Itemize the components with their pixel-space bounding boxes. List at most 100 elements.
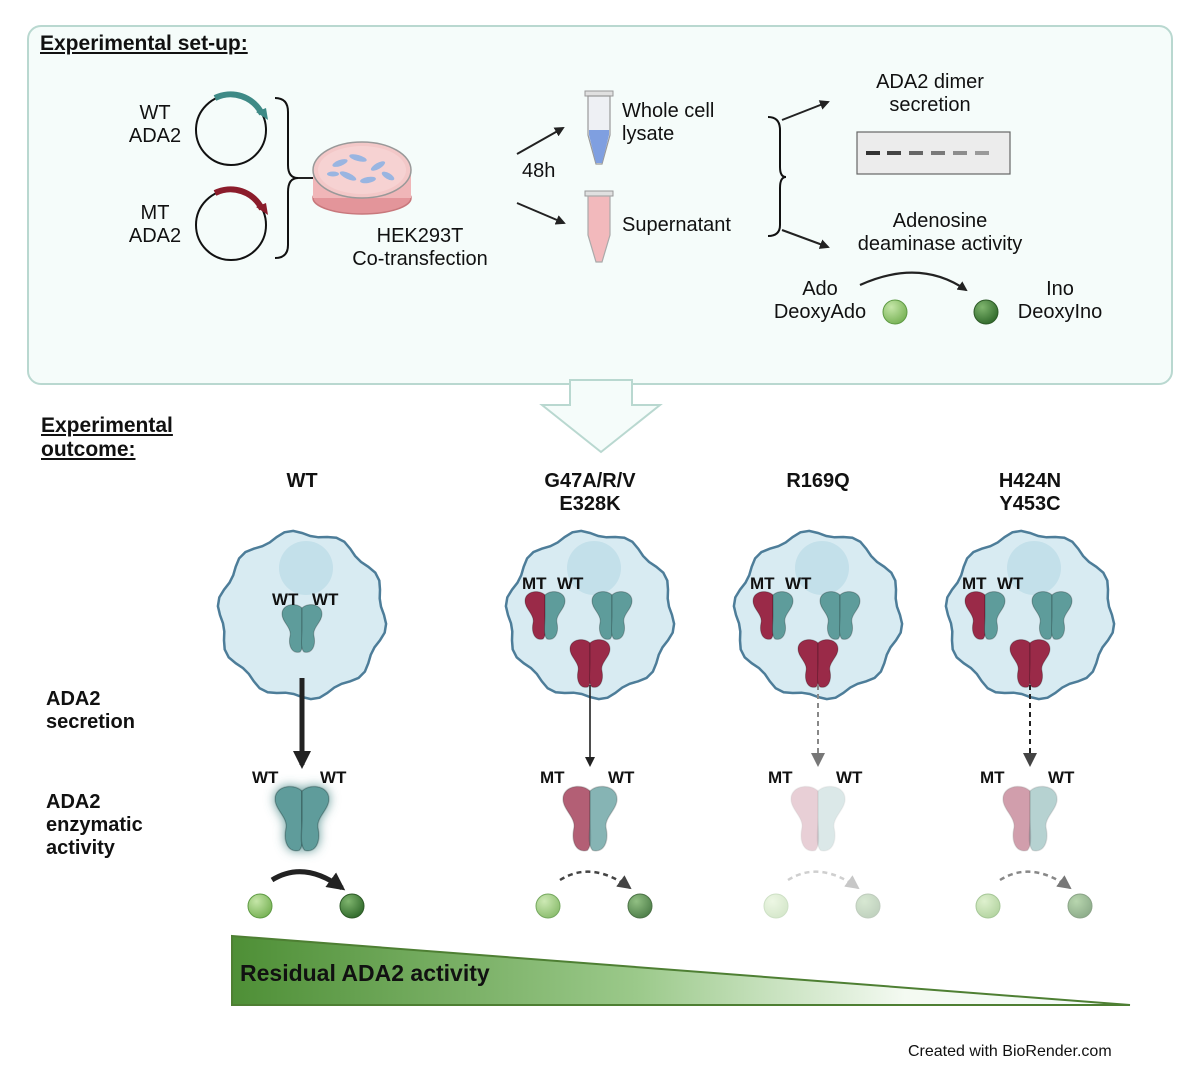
secreted-label-a: MT [540,768,565,787]
petri-dish-icon [312,141,412,215]
protein-monomer [772,591,794,640]
cell-label-a: MT [750,574,775,593]
protein-monomer [984,591,1006,640]
outcome-column [944,529,1116,919]
protein-monomer [562,785,592,852]
tube-supernatant-label: Supernatant [622,214,731,236]
cell-label-b: WT [557,574,584,593]
wt-dimer-intracellular [281,604,323,653]
secreted-label-b: WT [608,768,635,787]
arrow-to-activity [781,229,830,249]
outcome-column [732,529,904,919]
cell-label-a: MT [522,574,547,593]
protein-monomer [274,785,304,852]
mt-dimer-intracellular [797,639,839,688]
mt-wt-dimer-intracellular [752,591,794,640]
cell-label-b: WT [312,590,339,609]
reaction-arrow [859,271,968,292]
nucleus-icon [795,541,849,595]
time-label: 48h [522,160,556,182]
cell-icon [944,529,1116,701]
nucleus-icon [567,541,621,595]
substrate-sphere-icon [535,893,561,919]
protein-monomer [588,785,618,852]
protein-monomer [544,591,566,640]
protein-monomer [1029,639,1051,688]
outcome-column [504,529,676,919]
secreted-dimer [790,785,846,852]
product-sphere-icon [1067,893,1093,919]
substrate-sphere-icon [763,893,789,919]
secreted-dimer [274,785,330,852]
protein-monomer [839,591,861,640]
substrate-sphere-icon [247,893,273,919]
plasmid-wt-icon [195,91,268,166]
activity-arrow [999,870,1072,890]
product-sphere-icon [855,893,881,919]
bracket-readout-icon [767,116,787,237]
cell-label-b: WT [785,574,812,593]
cell-icon [732,529,904,701]
substrate-sphere-icon [882,299,908,325]
down-arrow-icon [539,379,663,454]
protein-monomer [816,785,846,852]
protein-monomer [301,604,323,653]
protein-monomer [1002,785,1032,852]
secreted-label-b: WT [1048,768,1075,787]
column-title: WT [286,470,318,492]
tube-lysate-icon [584,90,614,165]
arrow-to-lysate [516,127,565,155]
residual-activity-gradient [231,934,1131,1006]
mt-dimer-intracellular [569,639,611,688]
protein-monomer [611,591,633,640]
activity-arrow [559,870,632,890]
activity-arrow [270,869,346,891]
gradient-label: Residual ADA2 activity [240,960,490,986]
product-sphere-icon [339,893,365,919]
protein-monomer [300,785,330,852]
protein-monomer [1028,785,1058,852]
mt-wt-dimer-intracellular [964,591,1006,640]
cell-icon [504,529,676,701]
secreted-label-a: MT [980,768,1005,787]
protein-monomer [1051,591,1073,640]
tube-supernatant-icon [584,190,614,263]
secreted-label-b: WT [836,768,863,787]
product-sphere-icon [627,893,653,919]
cell-label-a: WT [272,590,299,609]
product-sphere-icon [973,299,999,325]
wt-dimer-intracellular [1031,591,1073,640]
cell-label-b: WT [997,574,1024,593]
secreted-label-a: WT [252,768,279,787]
mt-wt-dimer-intracellular [524,591,566,640]
secreted-dimer [562,785,618,852]
arrow-to-supernatant [516,202,566,225]
nucleus-icon [279,541,333,595]
protein-monomer [817,639,839,688]
substrate-sphere-icon [975,893,1001,919]
arrow-to-western [781,100,830,121]
column-title: R169Q [786,470,850,492]
activity-arrow [787,870,860,890]
western-blot-icon [856,131,1011,175]
nucleus-icon [1007,541,1061,595]
protein-monomer [790,785,820,852]
protein-monomer [589,639,611,688]
footer-credit: Created with BioRender.com [908,1043,1112,1060]
secreted-dimer [1002,785,1058,852]
outcome-column [216,529,388,919]
wt-dimer-intracellular [591,591,633,640]
setup-heading: Experimental set-up: [40,32,248,55]
